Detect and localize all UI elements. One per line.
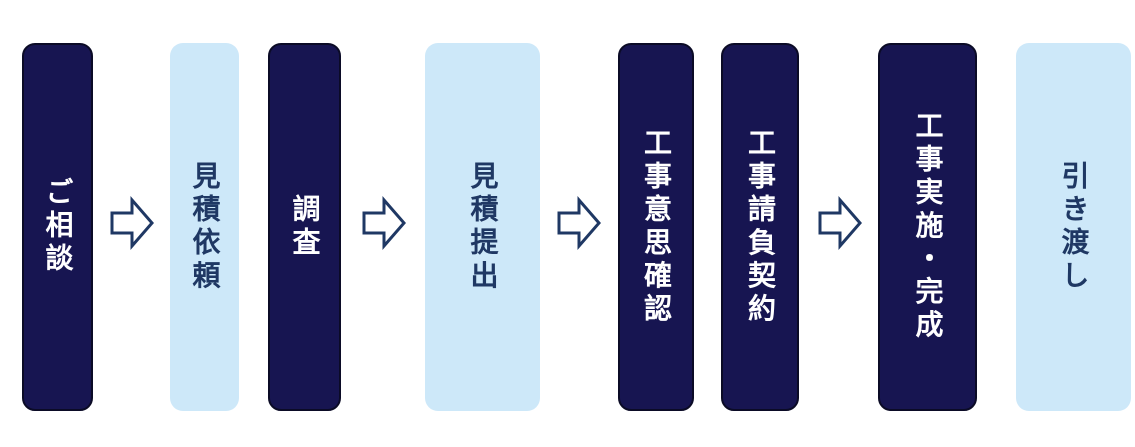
step-survey: 調査: [268, 43, 341, 411]
right-block-arrow-icon: [557, 196, 601, 250]
right-block-arrow-icon: [110, 196, 154, 250]
step-estimate-submission-label: 見積提出: [467, 160, 499, 294]
step-intent-confirmation: 工事意思確認: [618, 43, 694, 411]
right-block-arrow-icon: [362, 196, 406, 250]
step-handover-label: 引き渡し: [1058, 160, 1090, 294]
step-estimate-request: 見積依頼: [170, 43, 239, 411]
step-construction-completion: 工事実施・完成: [878, 43, 977, 411]
step-estimate-submission: 見積提出: [425, 43, 540, 411]
step-construction-contract: 工事請負契約: [721, 43, 799, 411]
step-construction-completion-label: 工事実施・完成: [912, 111, 944, 343]
step-intent-confirmation-label: 工事意思確認: [641, 127, 672, 327]
step-construction-contract-label: 工事請負契約: [745, 127, 776, 327]
right-block-arrow-icon: [818, 196, 862, 250]
step-consultation-label: ご相談: [42, 177, 74, 277]
step-handover: 引き渡し: [1016, 43, 1131, 411]
step-survey-label: 調査: [289, 193, 321, 261]
step-consultation: ご相談: [22, 43, 93, 411]
step-estimate-request-label: 見積依頼: [189, 160, 221, 294]
